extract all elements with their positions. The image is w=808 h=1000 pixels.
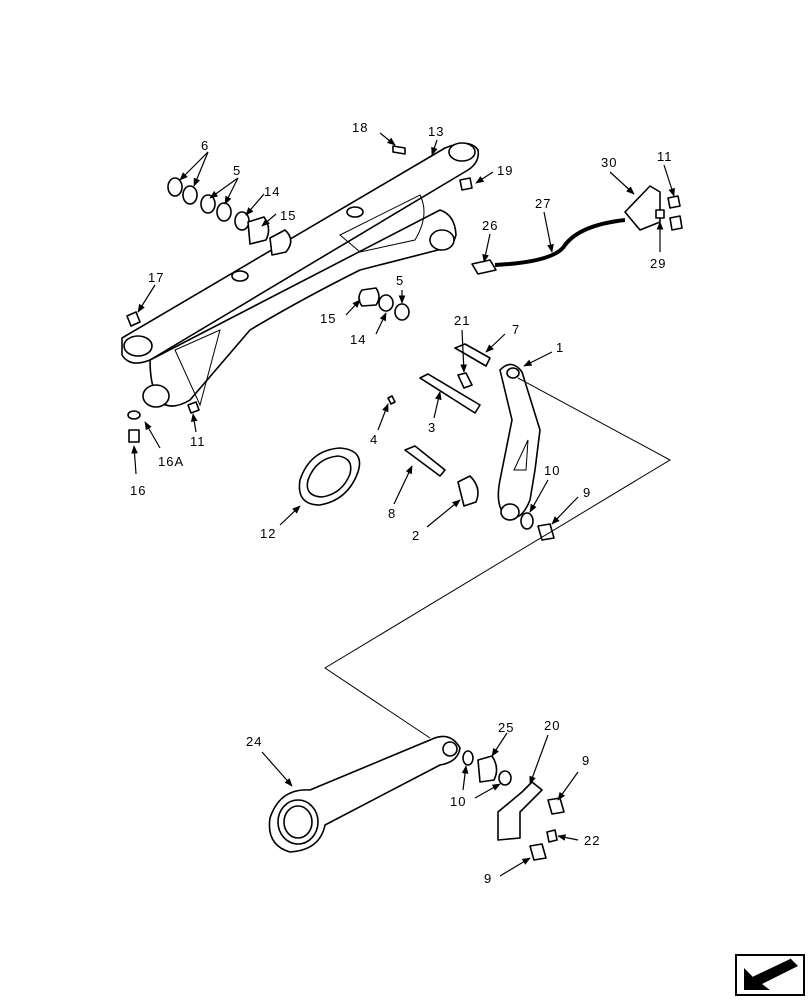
next-page-arrow-icon[interactable] [735,954,805,996]
label-24: 24 [246,734,262,749]
connection-line [324,377,672,739]
label-11-right: 11 [657,149,673,164]
label-9-mid: 9 [583,485,591,500]
label-9-lower-b: 9 [484,871,492,886]
label-16a: 16A [158,454,184,469]
label-15-lower: 15 [320,311,336,326]
label-26: 26 [482,218,498,233]
label-15-top: 15 [280,208,296,223]
lever-arm-part-1 [497,363,541,521]
label-14-top: 14 [264,184,280,199]
label-30: 30 [601,155,617,170]
label-21: 21 [454,313,470,328]
label-13: 13 [428,124,444,139]
label-27: 27 [535,196,551,211]
label-19: 19 [497,163,513,178]
label-12: 12 [260,526,276,541]
bolts-center [387,343,555,541]
leader-arrows [131,132,675,877]
label-17: 17 [148,270,164,285]
label-4: 4 [370,432,378,447]
label-7: 7 [512,322,520,337]
label-22: 22 [584,833,600,848]
label-25: 25 [498,720,514,735]
label-9-lower-a: 9 [582,753,590,768]
label-8: 8 [388,506,396,521]
label-10-mid: 10 [544,463,560,478]
washers-6-top [167,177,270,245]
label-5-lower: 5 [396,273,404,288]
beam-part-13 [121,142,480,408]
hose-assembly-27 [471,185,683,275]
label-11-left: 11 [190,434,206,449]
label-18: 18 [352,120,368,135]
oval-bushing-part-12 [298,447,361,506]
label-2: 2 [412,528,420,543]
label-3: 3 [428,420,436,435]
link-rod-part-24 [268,735,461,853]
hardware-lower [462,750,565,861]
label-14-lower: 14 [350,332,366,347]
label-16: 16 [130,483,146,498]
label-20: 20 [544,718,560,733]
hardware-small [126,145,473,443]
label-29: 29 [650,256,666,271]
label-5-top: 5 [233,163,241,178]
label-1: 1 [556,340,564,355]
bushings-lower [358,287,410,321]
label-10-lower: 10 [450,794,466,809]
label-6: 6 [201,138,209,153]
